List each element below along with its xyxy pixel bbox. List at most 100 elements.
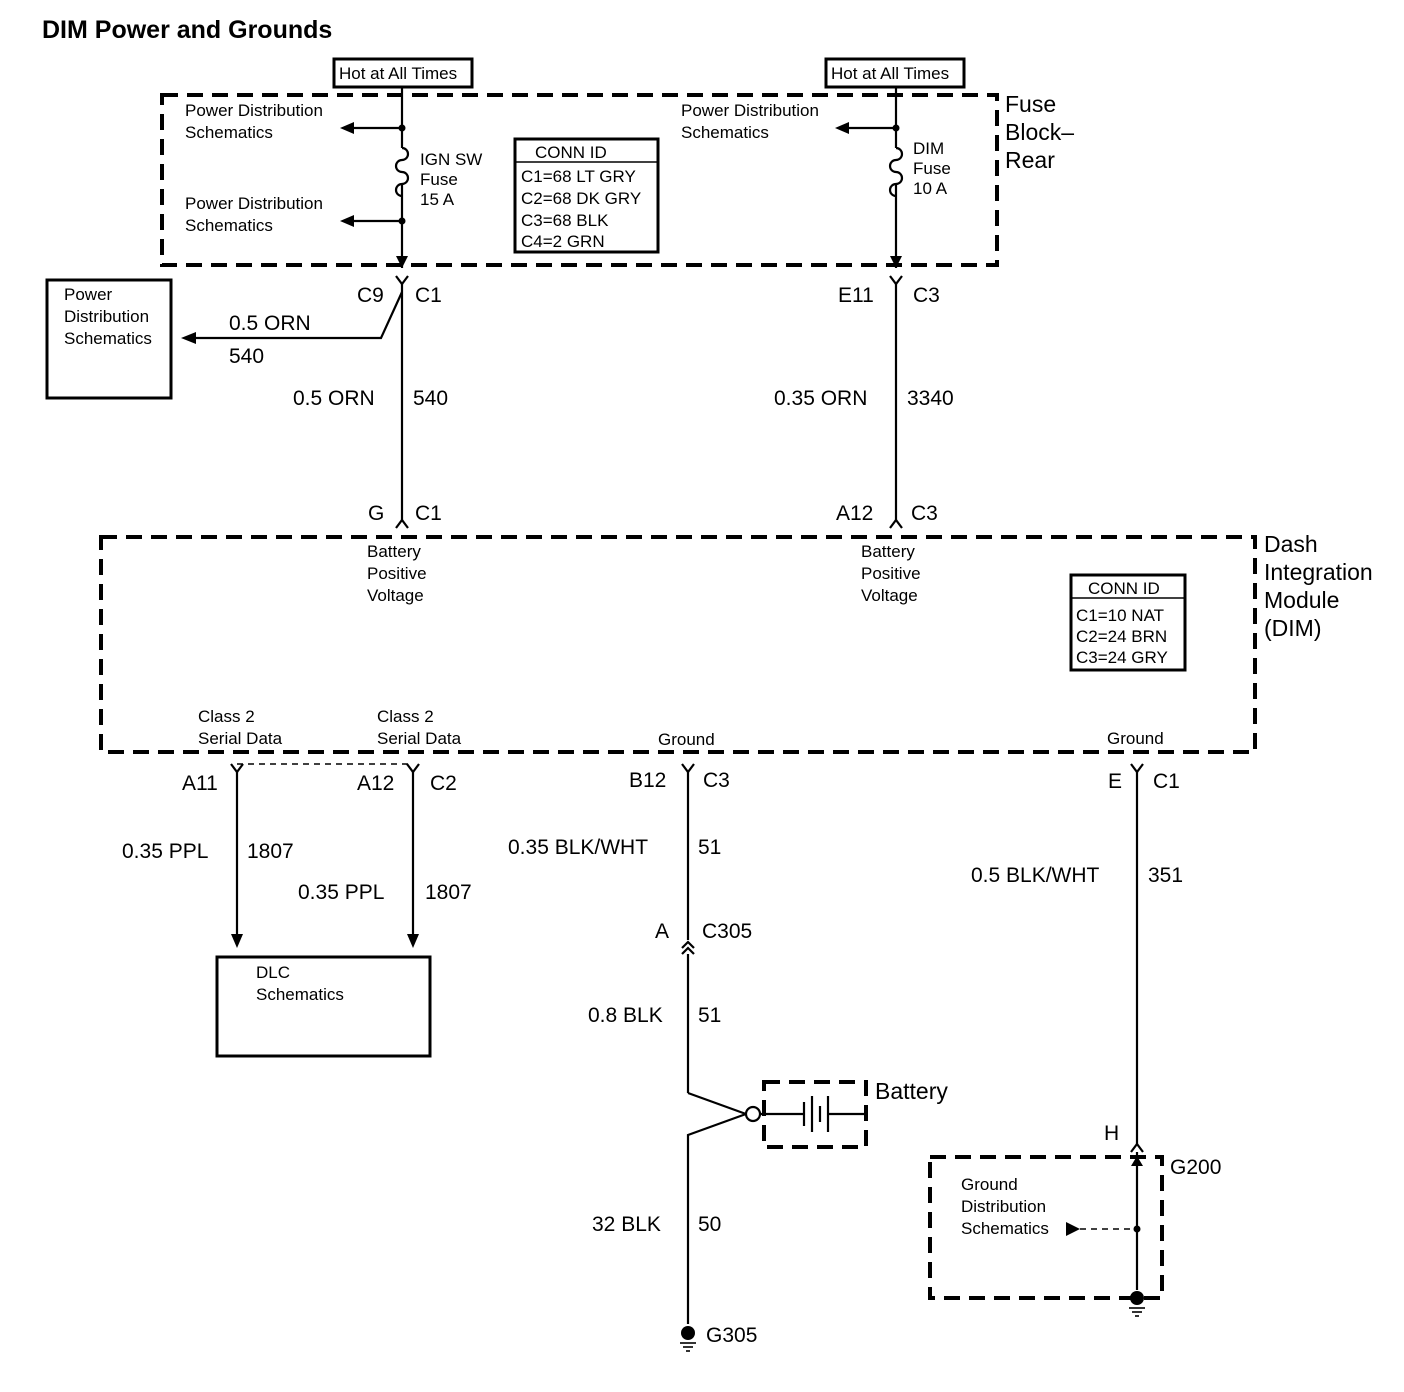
svg-text:Schematics: Schematics xyxy=(681,123,769,142)
gnd3-wire-circuit: 51 xyxy=(698,1004,721,1027)
connector-symbol xyxy=(889,518,903,529)
svg-text:Module: Module xyxy=(1264,587,1339,613)
wire-540-branch xyxy=(195,291,404,340)
pin-c9: C9 xyxy=(357,284,384,307)
svg-text:Hot at All Times: Hot at All Times xyxy=(339,64,457,83)
connector-h-symbol xyxy=(1130,1142,1144,1153)
battery-icon xyxy=(760,1096,866,1132)
bpv-left-label: Battery Positive Voltage xyxy=(367,542,427,605)
ign-sw-fuse-symbol xyxy=(394,146,410,198)
ppl2-wire-circuit: 1807 xyxy=(425,881,472,904)
fuse-block-name: Fuse Block– Rear xyxy=(1005,91,1074,173)
svg-text:Schematics: Schematics xyxy=(185,123,273,142)
battery-terminal xyxy=(744,1105,762,1123)
battery-ground-path xyxy=(686,1091,747,1324)
gds-arrow-icon xyxy=(1066,1222,1080,1236)
svg-text:Power Distribution: Power Distribution xyxy=(185,194,323,213)
svg-text:10 A: 10 A xyxy=(913,179,948,198)
bpv-right-label: Battery Positive Voltage xyxy=(861,542,921,605)
svg-text:C3=24 GRY: C3=24 GRY xyxy=(1076,648,1168,667)
gnd1-wire-size: 0.35 BLK/WHT xyxy=(508,836,648,859)
gnd4-wire-circuit: 50 xyxy=(698,1213,721,1236)
g200-outline xyxy=(928,1155,1164,1300)
gnd3-wire-size: 0.8 BLK xyxy=(588,1004,663,1027)
ppl2-wire-size: 0.35 PPL xyxy=(298,881,384,904)
svg-text:Schematics: Schematics xyxy=(185,216,273,235)
svg-text:Rear: Rear xyxy=(1005,147,1055,173)
svg-text:CONN ID: CONN ID xyxy=(535,143,607,162)
dim-fuse-label: DIM Fuse 10 A xyxy=(913,139,951,198)
svg-text:C1=68 LT GRY: C1=68 LT GRY xyxy=(521,167,636,186)
svg-text:Ground: Ground xyxy=(961,1175,1018,1194)
hot-label-right: Hot at All Times xyxy=(824,57,966,89)
right-wire-size: 0.35 ORN xyxy=(774,387,867,410)
pin-a12-top: A12 xyxy=(836,502,873,525)
conn-c305: C305 xyxy=(702,920,752,943)
gnd4-wire-size: 32 BLK xyxy=(592,1213,661,1236)
svg-text:Positive: Positive xyxy=(367,564,427,583)
svg-text:C3=68 BLK: C3=68 BLK xyxy=(521,211,609,230)
svg-text:C4=2 GRN: C4=2 GRN xyxy=(521,232,605,251)
svg-text:Serial Data: Serial Data xyxy=(198,729,283,748)
conn-c1-top: C1 xyxy=(415,284,442,307)
conn-c3-top: C3 xyxy=(913,284,940,307)
hot-label-left: Hot at All Times xyxy=(332,57,474,89)
pin-e11: E11 xyxy=(838,284,874,307)
dim-conn-id: CONN ID C1=10 NAT C2=24 BRN C3=24 GRY xyxy=(1069,573,1187,672)
connector-symbol xyxy=(395,275,409,286)
connector-symbol xyxy=(889,275,903,286)
ppl1-wire-size: 0.35 PPL xyxy=(122,840,208,863)
fuse-block-conn-id: CONN ID C1=68 LT GRY C2=68 DK GRY C3=68 … xyxy=(513,137,660,254)
pds-box: Power Distribution Schematics xyxy=(45,278,173,400)
svg-text:Distribution: Distribution xyxy=(961,1197,1046,1216)
class2-left-label: Class 2 Serial Data xyxy=(198,707,283,748)
branch-wire-size: 0.5 ORN xyxy=(229,312,311,335)
svg-text:Voltage: Voltage xyxy=(861,586,918,605)
g200-label: G200 xyxy=(1170,1156,1221,1179)
pds-label-mid-left: Power Distribution Schematics xyxy=(185,194,323,235)
battery-label: Battery xyxy=(875,1078,948,1104)
class2-right-label: Class 2 Serial Data xyxy=(377,707,462,748)
svg-text:Fuse: Fuse xyxy=(420,170,458,189)
ppl1-wire-circuit: 1807 xyxy=(247,840,294,863)
svg-text:C2=68 DK GRY: C2=68 DK GRY xyxy=(521,189,641,208)
svg-text:Schematics: Schematics xyxy=(256,985,344,1004)
svg-text:Distribution: Distribution xyxy=(64,307,149,326)
pin-a11: A11 xyxy=(182,772,218,795)
left-wire-circuit: 540 xyxy=(413,387,448,410)
svg-text:Class 2: Class 2 xyxy=(377,707,434,726)
conn-c2: C2 xyxy=(430,772,457,795)
pin-b12: B12 xyxy=(629,769,666,792)
svg-text:C2=24 BRN: C2=24 BRN xyxy=(1076,627,1167,646)
dlc-box: DLC Schematics xyxy=(215,955,432,1058)
svg-text:Battery: Battery xyxy=(861,542,915,561)
gnd1-wire-circuit: 51 xyxy=(698,836,721,859)
svg-text:DLC: DLC xyxy=(256,963,290,982)
pin-a-c305: A xyxy=(655,920,669,943)
svg-text:Battery: Battery xyxy=(367,542,421,561)
g305-label: G305 xyxy=(706,1324,757,1347)
svg-text:CONN ID: CONN ID xyxy=(1088,579,1160,598)
ground-g305-icon xyxy=(680,1326,696,1352)
svg-text:Positive: Positive xyxy=(861,564,921,583)
branch-wire-circuit: 540 xyxy=(229,345,264,368)
connector-symbol xyxy=(1130,763,1144,774)
dim-fuse-symbol xyxy=(888,146,904,198)
svg-text:Power Distribution: Power Distribution xyxy=(681,101,819,120)
pin-e: E xyxy=(1108,770,1122,793)
ign-sw-fuse-label: IGN SW Fuse 15 A xyxy=(420,150,482,209)
connector-symbol xyxy=(681,763,695,774)
svg-text:(DIM): (DIM) xyxy=(1264,615,1321,641)
svg-text:DIM: DIM xyxy=(913,139,944,158)
right-wire-circuit: 3340 xyxy=(907,387,954,410)
pin-g: G xyxy=(368,502,384,525)
connector-symbol xyxy=(406,763,420,774)
conn-c1-gnd: C1 xyxy=(1153,770,1180,793)
svg-text:Schematics: Schematics xyxy=(64,329,152,348)
pin-h: H xyxy=(1104,1122,1119,1145)
dim-name: Dash Integration Module (DIM) xyxy=(1264,531,1373,641)
svg-text:Serial Data: Serial Data xyxy=(377,729,462,748)
conn-c1-dim: C1 xyxy=(415,502,442,525)
fuse-block-outline xyxy=(160,93,999,267)
svg-text:IGN SW: IGN SW xyxy=(420,150,482,169)
